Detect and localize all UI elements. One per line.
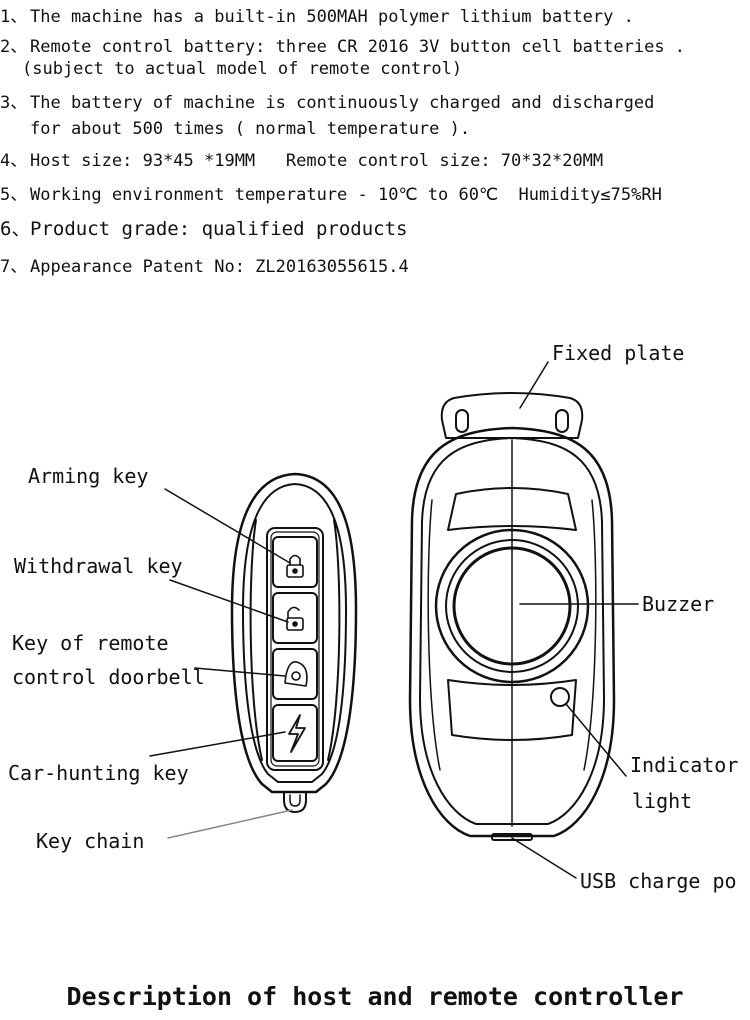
spec-item-3: 3、The battery of machine is continuously…: [0, 92, 654, 140]
leader-indicator-light: [565, 703, 627, 777]
spec-item-1: 1、The machine has a built-in 500MAH poly…: [0, 6, 634, 28]
spec-continuation: (subject to actual model of remote contr…: [22, 59, 463, 79]
spec-text: Remote control battery: three CR 2016 3V…: [30, 37, 686, 57]
host-outer-body: [408, 426, 616, 838]
spec-text: Working environment temperature - 10℃ to…: [30, 185, 662, 205]
label-car-hunting-key: Car-hunting key: [8, 761, 189, 785]
label-doorbell-key-line2: control doorbell: [12, 665, 205, 689]
usb-charge-port: [491, 833, 533, 841]
lightning-icon: [288, 714, 306, 753]
lock-closed-icon: [286, 554, 304, 578]
label-key-chain: Key chain: [36, 829, 145, 853]
label-fixed-plate: Fixed plate: [552, 341, 685, 365]
leader-arming-key: [164, 488, 291, 564]
label-indicator-light-line2: light: [632, 789, 693, 813]
spec-number: 4、: [0, 151, 28, 171]
remote-button-panel: [266, 527, 324, 771]
spec-item-4: 4、Host size: 93*45 *19MM Remote control …: [0, 150, 603, 172]
spec-number: 1、: [0, 7, 28, 27]
fixed-plate-hole-right: [555, 409, 569, 433]
leader-lines: [149, 361, 639, 879]
spec-text: Host size: 93*45 *19MM Remote control si…: [30, 151, 604, 171]
spec-number: 3、: [0, 93, 28, 113]
key-chain-hole: [289, 794, 301, 807]
label-doorbell-key-line1: Key of remote: [12, 631, 169, 655]
label-buzzer: Buzzer: [642, 592, 715, 616]
buzzer-outer-ring: [434, 528, 590, 684]
indicator-light: [550, 687, 570, 707]
label-withdrawal-key: Withdrawal key: [14, 554, 183, 578]
leader-doorbell-key: [194, 667, 286, 677]
spec-text: The machine has a built-in 500MAH polyme…: [30, 7, 634, 27]
leader-fixed-plate: [519, 361, 549, 409]
spec-item-5: 5、Working environment temperature - 10℃ …: [0, 184, 662, 206]
spec-item-7: 7、Appearance Patent No: ZL20163055615.4: [0, 256, 409, 278]
buzzer: [452, 546, 572, 666]
host-side-contour-left: [427, 499, 441, 771]
car-hunting-key[interactable]: [272, 704, 318, 762]
leader-key-chain: [167, 809, 293, 839]
leader-car-hunting-key: [149, 731, 286, 757]
arming-key[interactable]: [272, 536, 318, 588]
remote-side-contour-right: [327, 519, 341, 761]
key-chain-loop: [283, 791, 307, 813]
spec-item-6: 6、Product grade: qualified products: [0, 218, 408, 240]
lock-open-icon: [286, 606, 304, 631]
leader-usb-port: [511, 837, 577, 879]
fixed-plate: [440, 392, 584, 439]
spec-text: Appearance Patent No: ZL20163055615.4: [30, 257, 409, 277]
remote-outer-shell: [230, 472, 358, 794]
spec-continuation: for about 500 times ( normal temperature…: [30, 119, 471, 139]
spec-text: Product grade: qualified products: [30, 218, 408, 240]
remote-inner-shell: [242, 483, 347, 783]
remote-side-contour-left: [249, 519, 263, 761]
bell-icon: [284, 661, 308, 687]
remote-control-drawing: [230, 472, 358, 813]
host-side-contour-right: [583, 499, 597, 771]
doorbell-key[interactable]: [272, 648, 318, 700]
spec-number: 2、: [0, 37, 28, 57]
remote-button-panel-inner: [270, 531, 320, 767]
spec-item-2: 2、Remote control battery: three CR 2016 …: [0, 36, 685, 80]
withdrawal-key[interactable]: [272, 592, 318, 644]
label-arming-key: Arming key: [28, 464, 149, 488]
buzzer-ring: [445, 539, 579, 673]
label-usb-charge-port: USB charge po: [580, 869, 737, 893]
host-lower-panel: [447, 679, 577, 741]
diagram-caption: Description of host and remote controlle…: [66, 982, 684, 1011]
host-upper-panel: [447, 487, 577, 531]
spec-number: 7、: [0, 257, 28, 277]
spec-number: 5、: [0, 185, 28, 205]
fixed-plate-hole-left: [455, 409, 469, 433]
spec-text: The battery of machine is continuously c…: [30, 93, 655, 113]
label-indicator-light-line1: Indicator: [630, 753, 739, 777]
leader-withdrawal-key: [169, 579, 289, 623]
spec-number: 6、: [0, 218, 31, 240]
host-unit-drawing: [408, 392, 616, 841]
